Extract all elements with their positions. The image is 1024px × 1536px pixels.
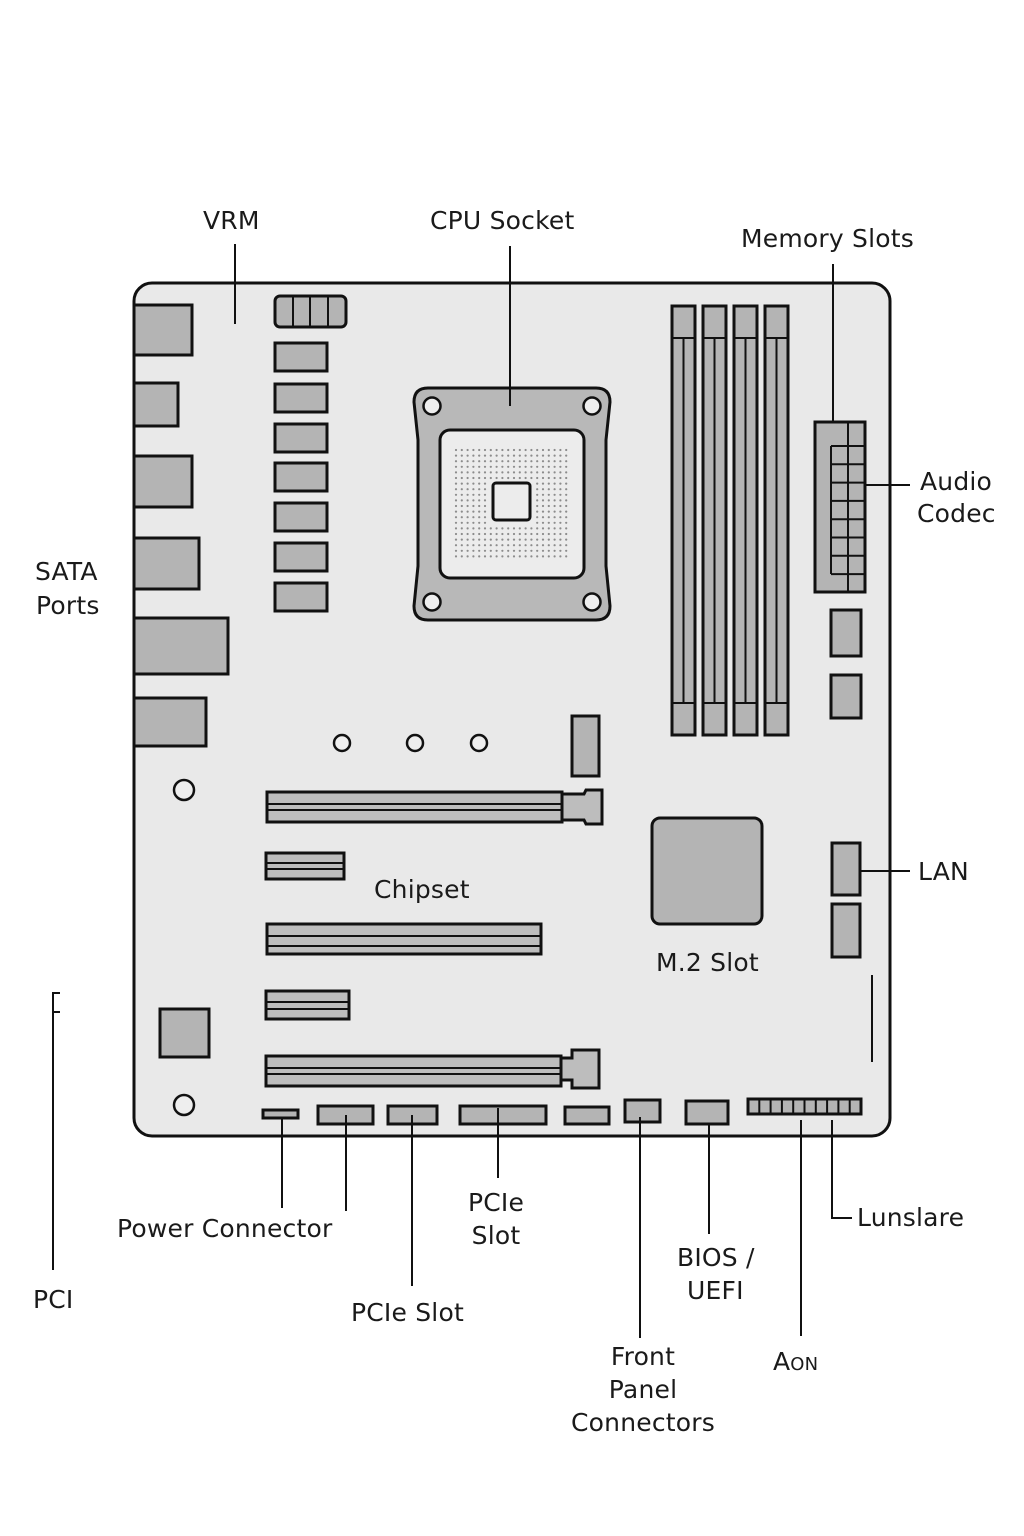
front-header-pin-row — [746, 1097, 863, 1116]
header-small — [829, 673, 863, 720]
pcie-slot-middle — [265, 922, 543, 956]
lan-port — [830, 841, 862, 897]
io-port — [132, 454, 194, 509]
vrm-area — [273, 294, 348, 613]
pcie-header — [458, 1104, 548, 1126]
memory-slots — [670, 304, 790, 737]
label-chipset: Chipset — [374, 875, 470, 904]
label-pcie-slot-a-line1: PCIe — [467, 1188, 525, 1217]
socket-screw-hole — [422, 396, 442, 416]
io-port — [132, 616, 230, 676]
label-audio-codec-line1: Audio — [920, 467, 993, 496]
socket-screw-hole — [422, 592, 442, 612]
pcie-x16-slot-top — [265, 788, 604, 826]
label-front-panel-line1: Front — [610, 1342, 676, 1371]
label-vrm: VRM — [203, 206, 260, 235]
atx-header — [813, 420, 867, 594]
mounting-hole — [332, 733, 352, 753]
label-audio-codec-line2: Codec — [917, 499, 996, 528]
vrm-choke — [273, 461, 329, 493]
vrm-choke — [273, 382, 329, 414]
label-bios-line1: BIOS / — [677, 1243, 755, 1272]
label-bios-line2: UEFI — [687, 1276, 744, 1305]
label-sata-ports-line1: SATA — [35, 557, 98, 586]
super-io-chip — [158, 1007, 211, 1059]
label-memory-slots: Memory Slots — [741, 224, 914, 253]
vrm-choke — [273, 501, 329, 533]
vrm-choke — [273, 541, 329, 573]
misc-header — [563, 1105, 611, 1126]
label-lunslare: Lunslare — [857, 1203, 965, 1232]
label-aon: Aon — [773, 1347, 819, 1376]
socket-center — [491, 481, 532, 522]
memory-slot — [670, 304, 697, 737]
vrm-choke — [273, 422, 329, 454]
memory-slot — [763, 304, 790, 737]
cpu-socket — [412, 386, 612, 622]
mounting-hole — [469, 733, 489, 753]
rear-io-ports — [132, 303, 230, 748]
io-port — [132, 303, 194, 357]
mounting-hole — [405, 733, 425, 753]
socket-screw-hole — [582, 592, 602, 612]
label-front-panel-line2: Panel — [608, 1375, 678, 1404]
mounting-hole — [172, 1093, 196, 1117]
small-chip — [570, 714, 601, 778]
label-pci: PCI — [33, 1285, 74, 1314]
label-front-panel-line3: Connectors — [571, 1408, 715, 1437]
label-m2-slot: M.2 Slot — [656, 948, 759, 977]
label-pcie-slot-b: PCIe Slot — [351, 1298, 464, 1327]
front-panel-header — [623, 1098, 662, 1124]
header-small — [829, 608, 863, 658]
label-sata-ports-line2: Ports — [36, 591, 100, 620]
fan-header — [261, 1108, 300, 1120]
label-cpu-socket: CPU Socket — [430, 206, 575, 235]
socket-screw-hole — [582, 396, 602, 416]
label-pcie-slot-a-line2: Slot — [471, 1221, 521, 1250]
io-port — [132, 381, 180, 428]
io-port — [132, 536, 201, 591]
chipset-heatsink — [650, 816, 764, 926]
pcie-x1-slot-2 — [264, 989, 351, 1021]
vrm-choke — [273, 341, 329, 373]
pcie-x16-slot-bottom — [264, 1048, 601, 1090]
label-power-connector: Power Connector — [117, 1214, 333, 1243]
memory-slot — [701, 304, 728, 737]
mounting-hole — [172, 778, 196, 802]
bios-chip — [684, 1099, 730, 1126]
lan-port — [830, 902, 862, 959]
pcie-x1-slot — [264, 851, 346, 881]
vrm-choke — [273, 581, 329, 613]
leader-lines — [52, 244, 910, 1338]
label-lan: LAN — [918, 857, 969, 886]
memory-slot — [732, 304, 759, 737]
io-port — [132, 696, 208, 748]
